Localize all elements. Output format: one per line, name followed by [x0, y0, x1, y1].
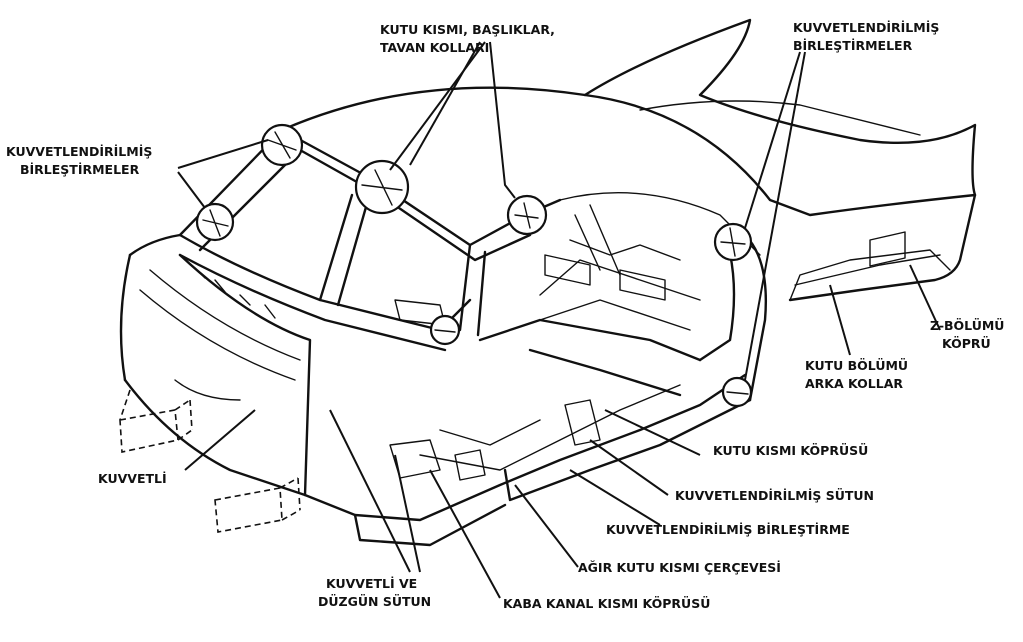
label-rough-channel-bridge: KABA KANAL KISMI KÖPRÜSÜ	[503, 596, 710, 611]
label-box-section-headers-2: TAVAN KOLLARI	[380, 40, 489, 55]
label-rear-rails-1: KUTU BÖLÜMÜ	[805, 358, 908, 373]
label-strong: KUVVETLİ	[98, 471, 167, 486]
dashed-support-blocks	[119, 389, 301, 533]
label-reinforced-joints-left-2: BİRLEŞTİRMELER	[20, 162, 140, 177]
label-box-section-headers-1: KUTU KISMI, BAŞLIKLAR,	[380, 22, 555, 37]
label-heavy-box-frame: AĞIR KUTU KISMI ÇERÇEVESİ	[578, 560, 781, 575]
joint-circles	[195, 123, 753, 408]
label-reinforced-joints-right-1: KUVVETLENDİRİLMİŞ	[793, 20, 939, 35]
label-strong-pillar-1: KUVVETLİ VE	[326, 576, 417, 591]
label-z-section-1: Z-BÖLÜMÜ	[930, 318, 1004, 333]
label-box-section-bridge: KUTU KISMI KÖPRÜSÜ	[713, 443, 868, 458]
label-strong-pillar-2: DÜZGÜN SÜTUN	[318, 594, 431, 609]
label-reinforced-joint: KUVVETLENDİRİLMİŞ BİRLEŞTİRME	[606, 522, 850, 537]
leader-lines	[177, 41, 941, 599]
label-reinforced-joints-right-2: BİRLEŞTİRMELER	[793, 38, 913, 53]
label-z-section-2: KÖPRÜ	[942, 336, 991, 351]
label-reinforced-joints-left-1: KUVVETLENDİRİLMİŞ	[6, 144, 152, 159]
car-body-outline	[119, 18, 977, 547]
label-rear-rails-2: ARKA KOLLAR	[805, 376, 903, 391]
label-reinforced-pillar: KUVVETLENDİRİLMİŞ SÜTUN	[675, 488, 874, 503]
